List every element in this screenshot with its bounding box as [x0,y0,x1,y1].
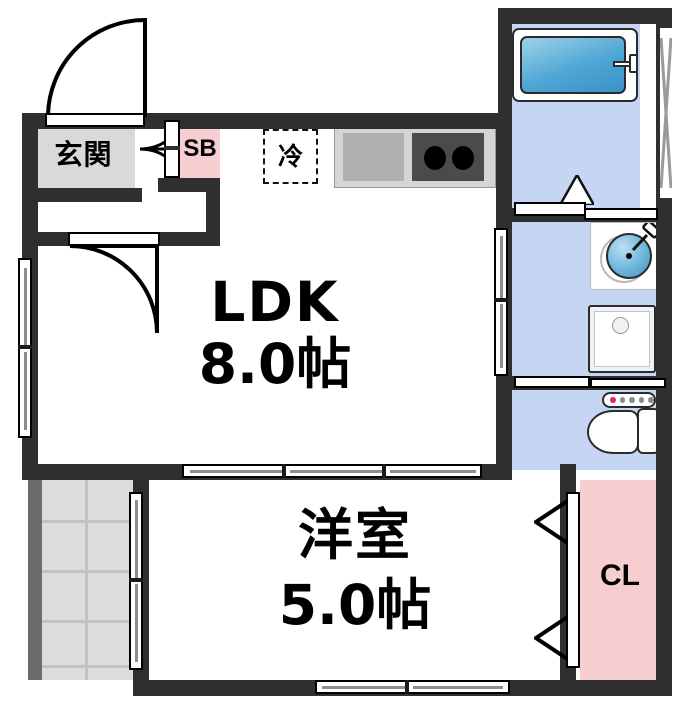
shoe-box-area [180,120,220,178]
bathtub-faucet [629,54,638,73]
sliding-door-pane-line [290,470,386,473]
refrigerator-space: 冷 [263,129,318,184]
toilet-panel-button-icon [638,397,645,403]
sliding-door-mullion [282,464,286,478]
genkan-label: 玄関 [54,138,113,171]
balcony-door-mullion [129,578,143,582]
bathroom-vent-window-icon [660,37,672,189]
bedroom-window-pane-line [413,686,503,689]
bedroom-room-name: 洋室 [297,503,412,567]
genkan-tile-floor [32,123,135,188]
toilet-door-panel-right[interactable] [590,378,666,388]
toilet-panel-indicator-icon [610,397,616,403]
balcony-door-pane-line [135,500,138,580]
exterior-wall-top-bath [498,8,672,24]
toilet-bowl [587,410,639,454]
washroom-sliding-door[interactable] [494,228,508,376]
toilet-door-panel-left[interactable] [514,376,590,388]
closet-door-panel[interactable] [566,492,580,668]
entrance-door-panel[interactable] [45,113,145,127]
ldk-window-mullion [18,345,32,349]
closet-label: CL [600,559,640,592]
ldk-room-name: LDK [210,270,340,334]
bathroom-door-panel[interactable] [514,202,586,216]
sliding-door-pane-line [190,470,286,473]
washroom-door-mullion [494,298,508,302]
toilet-panel-button-icon [619,397,626,403]
balcony-floor [28,480,133,680]
interior-wall-genkan-bottom [38,188,142,202]
bedroom-window-pane-line [322,686,406,689]
bedroom-window-mullion [405,680,409,694]
refrigerator-label: 冷 [277,142,303,171]
stove-burner [424,146,446,170]
sliding-door-mullion [382,464,386,478]
sliding-door-pane-line [390,470,476,473]
closet-folding-door-icon[interactable] [534,608,580,668]
interior-wall-hallway-right [206,178,220,246]
exterior-wall-right-lower [656,464,672,696]
shoe-box-label: SB [183,135,217,162]
closet-area [580,480,660,680]
bedroom-window-bottom[interactable] [315,680,510,694]
stove-burner [452,146,474,170]
shoe-box-door-mullion [164,146,180,150]
balcony-outer-rail [28,480,42,680]
interior-wall-sb-bottom [158,178,220,192]
washroom-door-panel[interactable] [584,208,658,220]
washbasin-drain-icon [626,253,632,259]
toilet-panel-button-icon [648,397,654,403]
ldk-room-area: 8.0帖 [198,332,352,396]
ldk-door-panel[interactable] [68,232,160,246]
ldk-window-pane-line [24,268,27,348]
bedroom-room-area: 5.0帖 [278,573,432,637]
toilet-control-panel[interactable] [602,392,656,408]
kitchen-sink [343,133,404,181]
ldk-window-pane-line [24,352,27,430]
balcony-door-pane-line [135,584,138,662]
entrance-door-swing[interactable] [42,18,147,118]
balcony-grid-line [85,480,88,680]
washroom-door-pane-line [500,304,503,368]
ldk-door-swing[interactable] [66,244,160,336]
washroom-door-pane-line [500,236,503,300]
toilet-panel-button-icon [629,397,635,403]
closet-folding-door-icon[interactable] [534,492,580,552]
washing-machine-knob-icon [612,317,629,334]
bathroom-door-swing-icon [560,175,594,205]
interior-wall-bath-left [498,8,512,120]
bathtub [520,36,626,94]
